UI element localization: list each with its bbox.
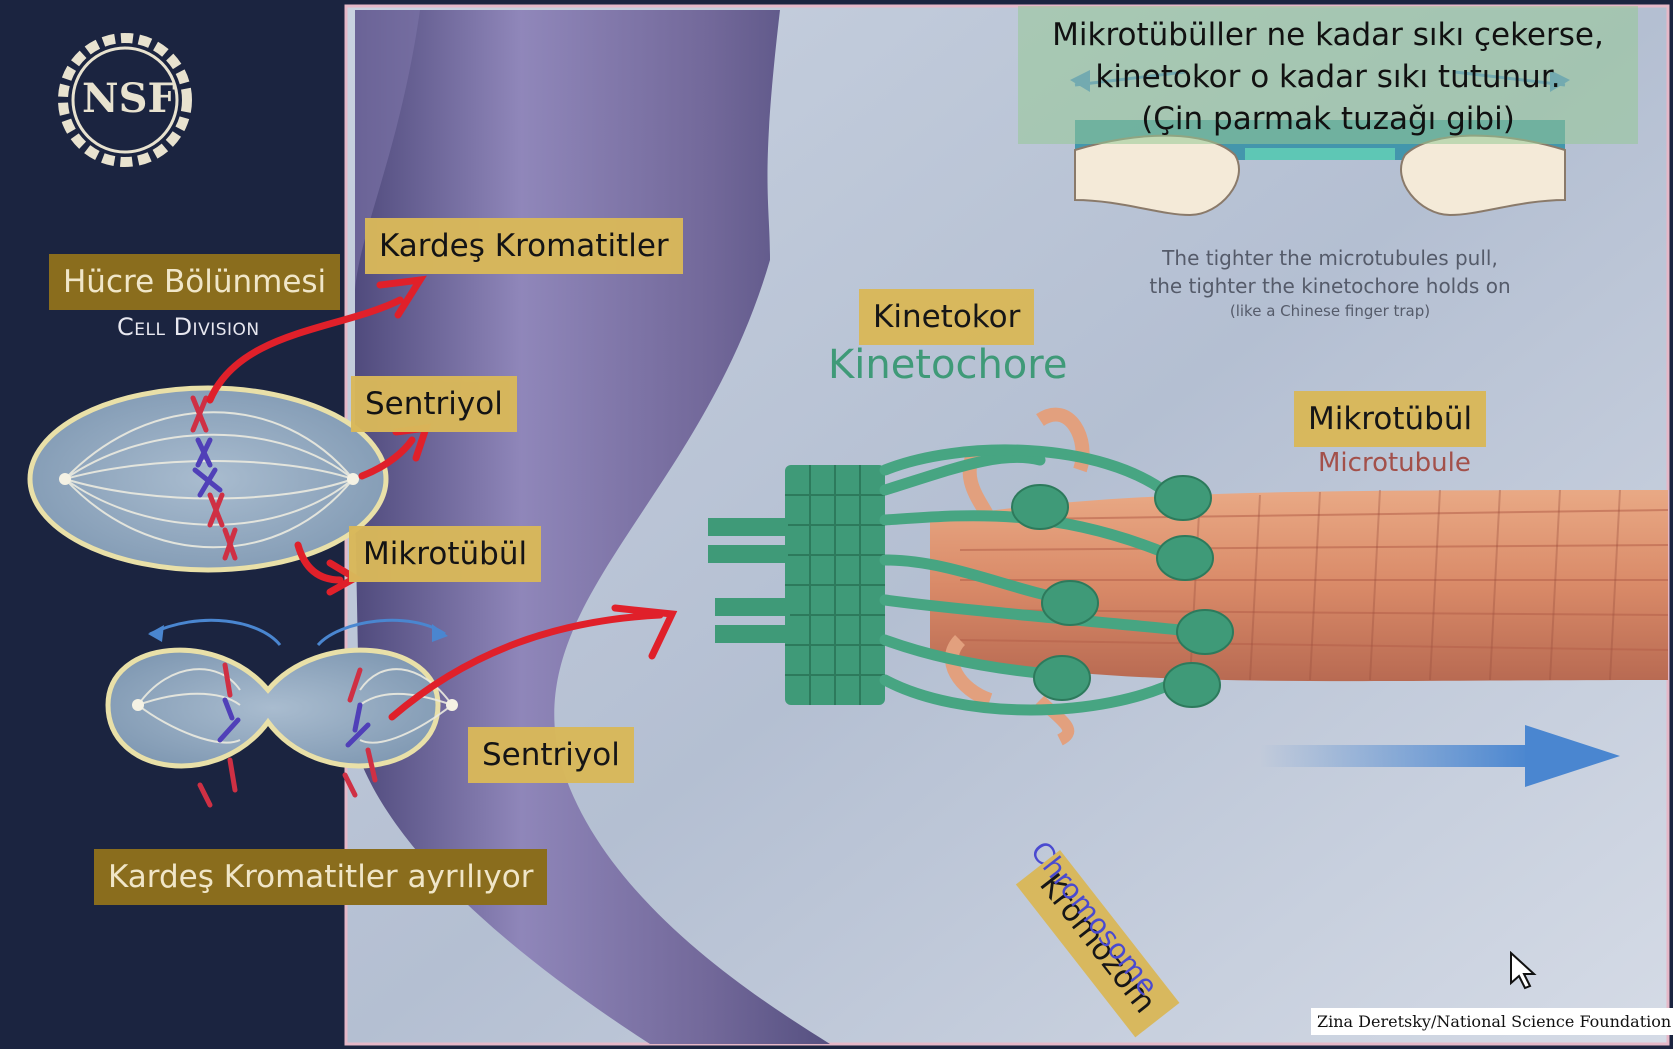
finger-trap-note-tr: Mikrotübüller ne kadar sıkı çekerse, kin…: [1018, 6, 1638, 144]
label-microtubule-tr: Mikrotübül: [1294, 391, 1486, 447]
metaphase-cell: [30, 388, 386, 570]
label-kinetochore-en: Kinetochore: [828, 342, 1067, 388]
label-centriole-bottom: Sentriyol: [468, 727, 634, 783]
note-tr-line2: kinetokor o kadar sıkı tutunur.: [1018, 56, 1638, 98]
label-cell-division-en: Cell Division: [117, 313, 260, 341]
label-microtubule-en: Microtubule: [1318, 448, 1471, 478]
label-kinetochore-tr: Kinetokor: [859, 289, 1034, 345]
label-sister-chromatids: Kardeş Kromatitler: [365, 218, 683, 274]
finger-trap-note-en: The tighter the microtubules pull, the t…: [1100, 244, 1560, 322]
label-cell-division-tr: Hücre Bölünmesi: [49, 254, 340, 310]
note-en-line1: The tighter the microtubules pull,: [1100, 244, 1560, 272]
label-microtubule-left: Mikrotübül: [349, 526, 541, 582]
mouse-cursor-icon: [1509, 951, 1537, 991]
note-en-line3: (like a Chinese finger trap): [1100, 300, 1560, 322]
note-tr-line1: Mikrotübüller ne kadar sıkı çekerse,: [1018, 14, 1638, 56]
image-credit: Zina Deretsky/National Science Foundatio…: [1311, 1008, 1673, 1035]
label-chromatids-separating: Kardeş Kromatitler ayrılıyor: [94, 849, 547, 905]
nsf-logo-text: NSF: [82, 75, 176, 122]
label-centriole-top: Sentriyol: [351, 376, 517, 432]
note-en-line2: the tighter the kinetochore holds on: [1100, 272, 1560, 300]
note-tr-line3: (Çin parmak tuzağı gibi): [1018, 98, 1638, 140]
